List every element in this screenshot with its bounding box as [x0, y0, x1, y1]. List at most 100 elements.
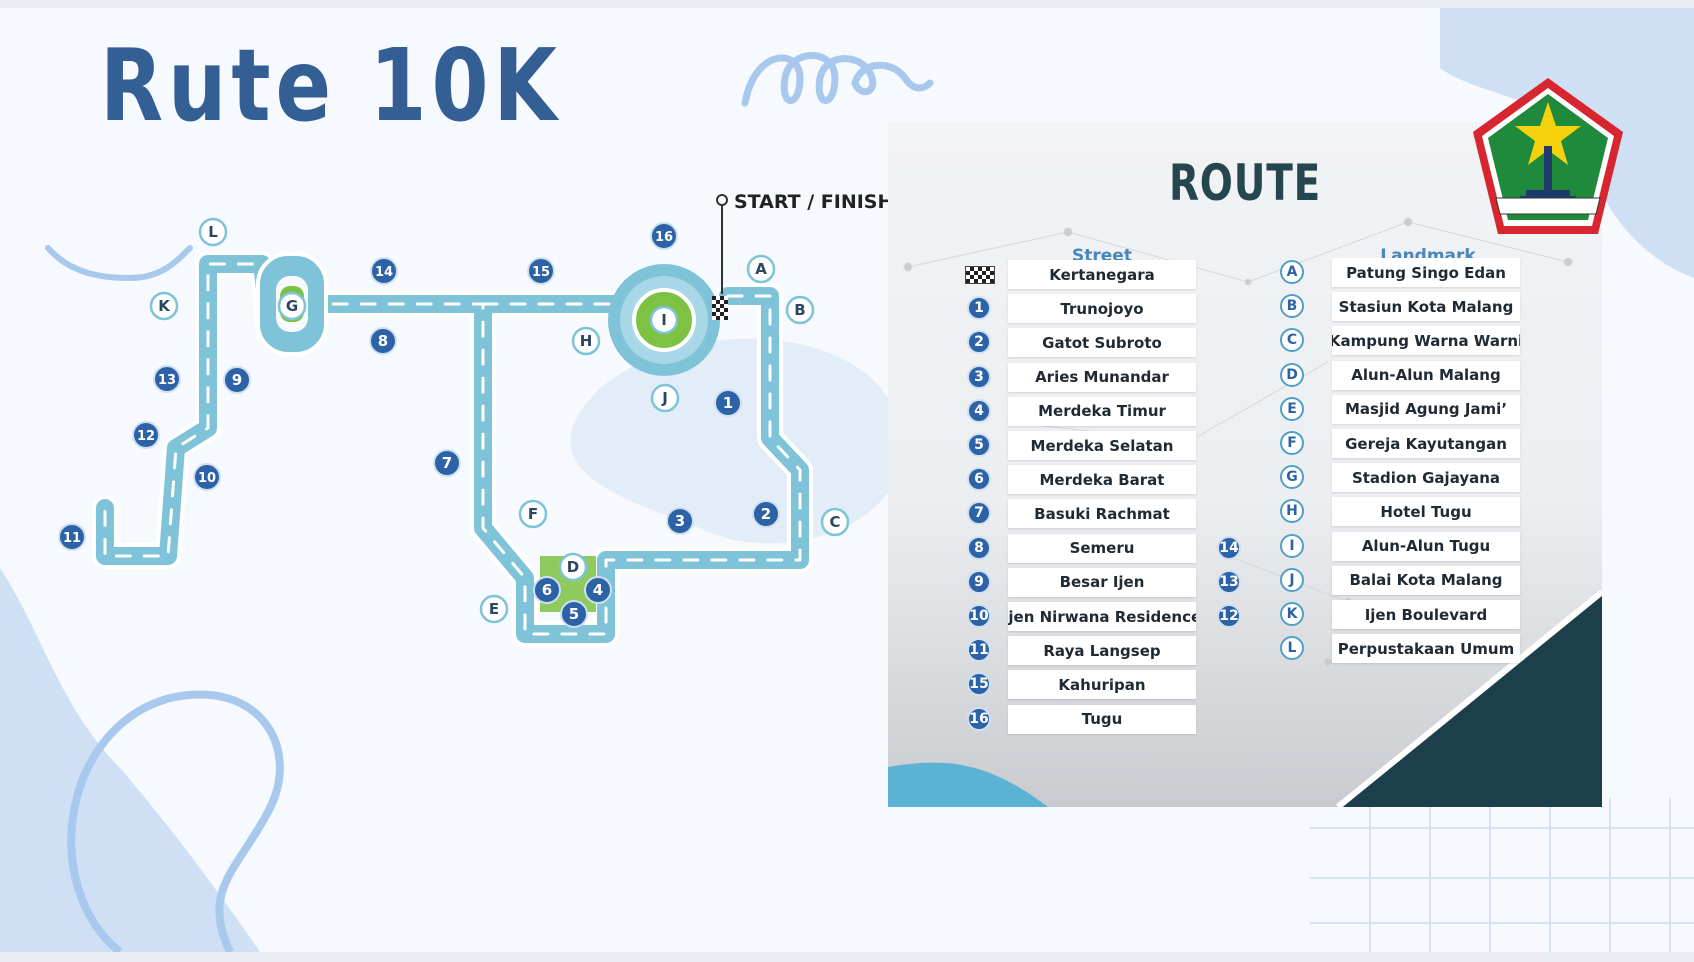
map-badge-label: 14	[375, 265, 393, 280]
map-street-badge	[193, 463, 221, 491]
map-street-badge	[433, 449, 461, 477]
map-badge-label: J	[661, 389, 668, 407]
map-landmark-badge	[518, 499, 548, 529]
route-path	[92, 251, 813, 647]
malang-city-logo	[1473, 78, 1623, 234]
map-badge-label: 8	[378, 332, 388, 350]
landmark-name: Gereja Kayutangan	[1332, 429, 1520, 458]
street-name: Raya Langsep	[1008, 636, 1196, 666]
map-badge-label: D	[567, 558, 579, 576]
street-marker-badge: 4	[967, 398, 991, 423]
map-badge-label: I	[661, 311, 667, 329]
map-badge-label: B	[794, 301, 805, 319]
map-landmark-badge	[649, 305, 679, 335]
landmark-name: Kampung Warna Warni	[1332, 326, 1520, 356]
start-finish-label: START / FINISH	[734, 191, 893, 213]
map-badge-label: K	[158, 297, 171, 315]
landmark-name: Alun-Alun Malang	[1332, 360, 1520, 390]
street-name: Aries Munandar	[1008, 362, 1196, 392]
landmark-marker-badge: E	[1280, 396, 1304, 421]
landmark-name: Perpustakaan Umum	[1332, 634, 1520, 664]
landmark-name: Patung Singo Edan	[1332, 258, 1520, 287]
map-badge-label: 15	[532, 265, 550, 280]
street-marker-badge: 14	[1217, 535, 1241, 560]
map-badge-label: H	[580, 332, 593, 350]
landmark-name: Alun-Alun Tugu	[1332, 531, 1520, 561]
street-marker-badge: 16	[967, 706, 991, 731]
map-street-badge	[560, 600, 588, 628]
map-street-badge	[370, 257, 398, 285]
landmark-marker-badge: L	[1280, 636, 1304, 661]
map-badge-label: 16	[655, 230, 673, 245]
map-badge-label: 2	[761, 505, 771, 523]
street-name: Gatot Subroto	[1008, 328, 1196, 358]
map-landmark-badge	[785, 295, 815, 325]
map-landmark-badge	[149, 291, 179, 321]
street-marker-badge: 8	[967, 535, 991, 560]
street-name: Kertanegara	[1008, 260, 1196, 289]
map-landmark-badge	[650, 383, 680, 413]
street-marker-badge: 6	[967, 467, 991, 492]
landmark-name: Balai Kota Malang	[1332, 565, 1520, 595]
street-marker-badge: 10	[967, 604, 991, 628]
map-badge-label: 11	[63, 531, 81, 546]
panel-decoration	[888, 217, 1602, 807]
street-marker-badge: 7	[967, 501, 991, 526]
street-name: Besar Ijen	[1008, 567, 1196, 597]
map-badge-label: 9	[232, 371, 242, 389]
landmark-marker-badge: H	[1280, 499, 1304, 524]
map-landmark-badge	[746, 254, 776, 284]
map-badge-label: 13	[158, 373, 176, 388]
landmark-marker-badge: C	[1280, 328, 1304, 353]
route-heading: ROUTE	[1168, 154, 1322, 212]
map-street-badge	[223, 366, 251, 394]
map-landmark-badge	[479, 594, 509, 624]
map-landmark-badge	[571, 326, 601, 356]
map-badge-label: 6	[542, 581, 552, 599]
street-name: Semeru	[1008, 533, 1196, 563]
street-name: Merdeka Selatan	[1008, 431, 1196, 460]
street-marker-badge: 12	[1217, 604, 1241, 628]
landmark-marker-badge: G	[1280, 465, 1304, 490]
page-title: Rute 10K	[100, 27, 562, 144]
map-street-badge	[650, 222, 678, 250]
street-marker-badge: 13	[1217, 569, 1241, 594]
map-street-badge	[666, 507, 694, 535]
map-badge-label: 1	[723, 394, 733, 412]
street-name: Trunojoyo	[1008, 294, 1196, 324]
start-finish-marker: START / FINISH	[716, 191, 893, 294]
checkered-flag-icon	[965, 266, 995, 284]
map-street-badge	[584, 576, 612, 604]
landmark-marker-badge: B	[1280, 294, 1304, 319]
landmark-marker-badge: D	[1280, 362, 1304, 387]
street-name: Basuki Rachmat	[1008, 499, 1196, 529]
map-badge-label: 12	[137, 429, 155, 444]
map-landmark-badge	[277, 291, 307, 321]
street-name: Merdeka Timur	[1008, 396, 1196, 426]
street-marker-badge: 15	[967, 672, 991, 697]
map-badge-label: A	[755, 260, 767, 278]
map-badge-label: E	[489, 600, 499, 618]
map-street-badge	[533, 576, 561, 604]
map-street-badge	[132, 421, 160, 449]
landmark-name: Ijen Boulevard	[1332, 600, 1520, 629]
landmark-marker-badge: K	[1280, 602, 1304, 626]
street-name: Kahuripan	[1008, 670, 1196, 700]
landmark-name: Masjid Agung Jami’	[1332, 394, 1520, 424]
map-badge-label: 5	[569, 605, 579, 623]
slide: Rute 10K START / F	[0, 8, 1694, 952]
landmark-marker-badge: A	[1280, 260, 1304, 284]
street-name: Tugu	[1008, 704, 1196, 734]
street-marker-badge: 9	[967, 569, 991, 594]
landmark-name: Stadion Gajayana	[1332, 463, 1520, 493]
landmark-name: Hotel Tugu	[1332, 497, 1520, 527]
street-marker-badge: 3	[967, 364, 991, 389]
map-badge-label: L	[208, 223, 218, 241]
landmark-name: Stasiun Kota Malang	[1332, 292, 1520, 322]
map-street-badge	[58, 523, 86, 551]
map-badge-label: C	[829, 513, 840, 531]
map-street-badge	[153, 365, 181, 393]
map-landmark-badge	[820, 507, 850, 537]
